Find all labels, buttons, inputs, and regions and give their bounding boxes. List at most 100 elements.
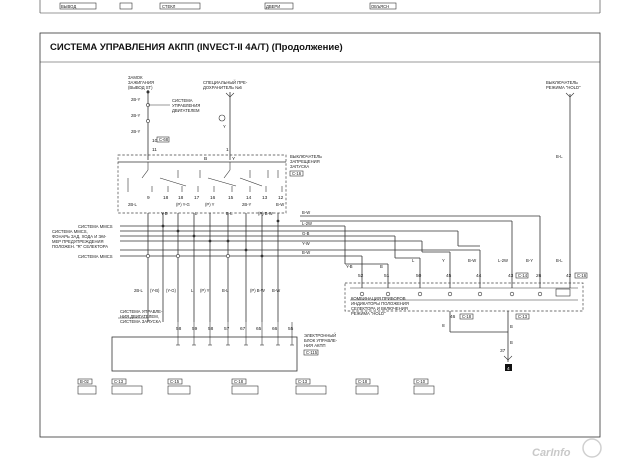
wire-color-label: B-L [556,258,563,263]
wire-color-label: 2B-Y [131,129,141,134]
wire-color-label: (P) Y-G [176,202,190,207]
special-fuse: СПЕЦИАЛЬНЫЙ ПРЕ- ДОХРАНИТЕЛЬ №6 Y 1 [203,80,248,160]
gear-icon [582,438,602,458]
watermark-text: CarInfo [532,447,571,459]
top-strip-box [119,2,133,10]
legend-connector-label: C-18 [234,379,244,384]
engine-control-label: СИСТЕМА [172,98,193,103]
meter-label: РЕЖИМА "HOLD" [351,311,386,316]
connector-c16 [289,170,304,177]
pin-label: 14 [246,195,252,201]
wire-color-label: L-2W [302,221,312,226]
wire-color-label: B [204,156,207,162]
wire-color-label: B [380,264,383,269]
wire-color-label: (P) Y [205,202,215,207]
engine-control-label: УПРАВЛЕНИЯ [172,103,200,108]
start-inhibit-switch: B Y ВЫКЛЮЧАТЕЛЬ ЗАПРЕЩЕНИЯ ЗАПУСКА C-16 [117,154,322,216]
pin-label: 59 [192,326,198,332]
pin-label: 44 [476,273,482,279]
page-title: СИСТЕМА УПРАВЛЕНИЯ АКПП (INVECT-II 4A/T)… [50,42,343,53]
top-strip-text: ОБЪЯСН [371,4,389,9]
hold-switch-label: ВЫКЛЮЧАТЕЛЬ [546,80,578,85]
pin-label: 16 [210,195,216,201]
wire-color-label: Y [223,124,226,129]
connector-c16 [574,272,588,279]
wire-color-label: (P) B-W [250,288,265,293]
legend-connector-label: C-13 [114,379,124,384]
wire-color-label: B-L [226,211,233,216]
pin-label: 65 [256,326,262,332]
top-strip-text: ДВЕРИ [266,4,280,9]
meter-label: КОМБИНАЦИЯ ПРИБОРОВ [351,296,406,301]
wire-color-label: B [510,324,513,329]
top-strip-text: ВЫВОД [61,4,76,9]
pin-label: 13 [262,195,268,201]
pin-label: 18 [163,195,169,201]
bus-lines [120,215,540,257]
wire-color-label: B-L [222,288,229,293]
top-strip-box [159,2,201,10]
wire-color-label: L [191,288,194,293]
engine-control-label: ДВИГАТЕЛЕМ [172,108,200,113]
pin-label: 37 [500,348,506,354]
inhibit-label: ЗАПРЕЩЕНИЯ [290,159,320,164]
ecu-label: НИЯ АКПП [304,343,325,348]
hold-indicator-icon [555,288,571,297]
pin-label: 9 [147,195,150,201]
pin-label: 57 [224,326,230,332]
bus-junctions [146,219,280,258]
ignition-label: ЗАЖИГАНИЯ [128,80,154,85]
wire-color-label: Y-B [161,211,168,216]
wire-color-label: B-W [302,210,310,215]
pin-label: 50 [416,273,422,279]
connector-c18 [459,313,474,320]
wire-color-label: (P) B-W [258,211,273,216]
wire-color-label: L [412,258,415,263]
pin-label: 17 [194,195,200,201]
pin-label: 46 [450,314,456,320]
inhibit-label: ВЫКЛЮЧАТЕЛЬ [290,154,322,159]
wire-color-label: L [195,211,198,216]
pin-label: 52 [358,273,364,279]
connector-label: C-68 [159,137,169,142]
wire-color-label: B [510,340,513,345]
top-strip-box [369,2,397,10]
connector-c14 [515,272,529,279]
combination-meter: 52 51 50 45 44 43 26 42 C-14 C-16 КОМБИН… [344,272,588,329]
hold-switch-label: РЕЖИМА "HOLD" [546,85,581,90]
meter-label: ИНДИКАТОРЫ ПОЛОЖЕНИЯ [351,301,409,306]
pin-label: 10 [152,138,158,144]
lower-left-label: НИЯ ДВИГАТЕЛЕМ, [120,314,159,319]
wire-color-label: 2B-Y [242,202,252,207]
wire-color-label: Y [232,156,236,162]
ground-arrow-icon [503,355,513,361]
wire-color-label: 2B-Y [131,113,141,118]
legend-connector-label: B-02 [80,379,90,384]
pin-label: 67 [240,326,246,332]
top-strip: ВЫВОД СТЕКЛ ДВЕРИ ОБЪЯСН [39,0,601,14]
inhibit-label: ЗАПУСКА [290,164,309,169]
top-strip-text: СТЕКЛ [162,4,176,9]
connector-label: C-18 [462,314,472,319]
lower-left-label: СИСТЕМА УПРАВЛЕ- [120,309,163,314]
wire-color-label: L-2W [498,258,508,263]
meter-label: СЕЛЕКТОРА И ВКЛЮЧЕНИЯ [351,306,408,311]
left-system-labels: СИСТЕМА MMCS СИСТЕМА MMCS, ФОНАРЬ ЗАД. Х… [52,224,113,259]
pin-label: 8 [442,323,445,329]
fuse-label: ДОХРАНИТЕЛЬ №6 [203,85,243,90]
transmission-ecu: 58 59 58 57 67 65 66 55 ЭЛЕКТРОННЫЙ БЛОК… [111,322,338,372]
wire-color-label: B-W [276,202,284,207]
meter-input-wires [344,216,541,288]
pin-label: 51 [384,273,390,279]
wire-color-label: Y-B [346,264,353,269]
pin-label: 58 [176,326,182,332]
ecu-label: ЭЛЕКТРОННЫЙ [304,333,336,338]
legend-connector-label: C-15 [170,379,180,384]
connector-label: C-14 [518,273,528,278]
page-frame [39,32,601,438]
wire-color-label: 2B-L [134,288,144,293]
top-strip-box [59,2,97,10]
pin-label: 26 [536,273,542,279]
wire-color-label: 2B-Y [131,97,141,102]
